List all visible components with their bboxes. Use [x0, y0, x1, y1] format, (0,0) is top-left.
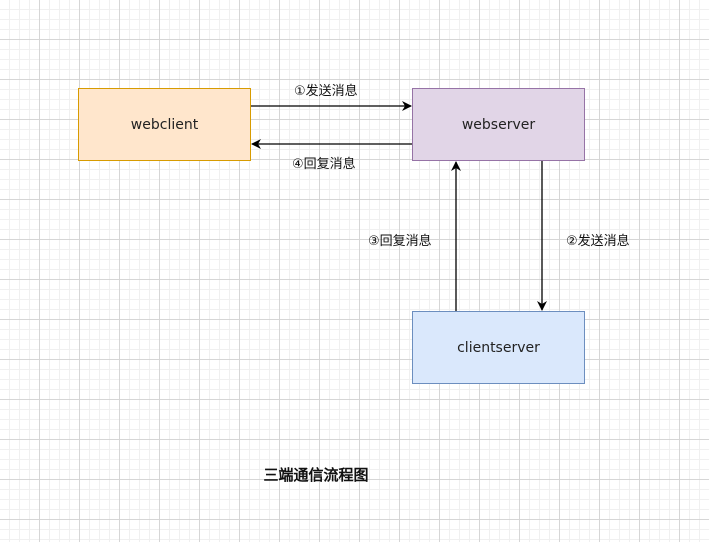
- edge-label-reply-4: ④回复消息: [292, 157, 356, 172]
- node-webserver-label: webserver: [461, 116, 536, 133]
- node-webclient[interactable]: webclient: [78, 88, 251, 161]
- node-clientserver[interactable]: clientserver: [412, 311, 585, 384]
- node-clientserver-label: clientserver: [457, 339, 540, 356]
- node-webclient-label: webclient: [130, 116, 199, 133]
- edge-label-send-1: ①发送消息: [294, 84, 358, 99]
- edge-label-reply-3: ③回复消息: [368, 234, 432, 249]
- diagram-title: 三端通信流程图: [263, 466, 369, 484]
- edge-label-send-2: ②发送消息: [566, 234, 630, 249]
- node-webserver[interactable]: webserver: [412, 88, 585, 161]
